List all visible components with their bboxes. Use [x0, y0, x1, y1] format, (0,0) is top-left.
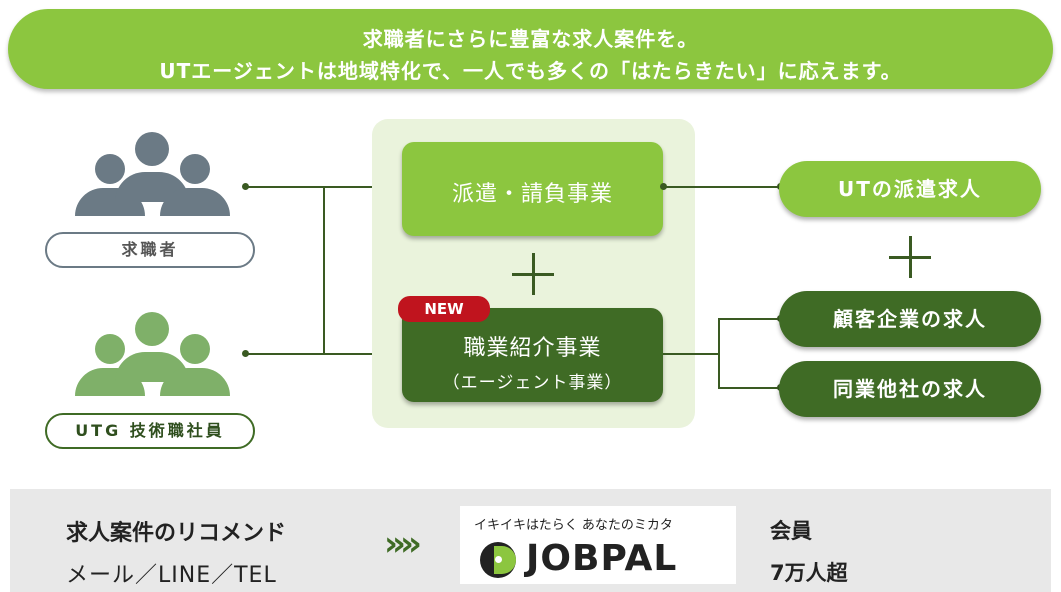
connector-line — [323, 186, 325, 355]
jobpal-logo: イキイキはたらく あなたのミカタ JOBPAL — [460, 506, 736, 584]
connector-line — [323, 186, 400, 188]
banner-line-1: 求職者にさらに豊富な求人案件を。 — [362, 27, 699, 51]
placement-business-sub: （エージェント事業） — [442, 373, 623, 393]
connector-line — [245, 186, 324, 188]
client-jobs-pill: 顧客企業の求人 — [779, 291, 1041, 347]
connector-line — [718, 318, 720, 389]
placement-business-label: 職業紹介事業 — [463, 336, 602, 361]
logo-tagline: イキイキはたらく あなたのミカタ — [474, 518, 673, 533]
connector-line — [663, 186, 780, 188]
employees-icon — [70, 310, 235, 400]
employees-label: UTG 技術職社員 — [45, 413, 255, 449]
new-badge: NEW — [398, 296, 490, 322]
job-seekers-label: 求職者 — [45, 232, 255, 268]
connector-line — [245, 353, 400, 355]
banner-line-2: UTエージェントは地域特化で、一人でも多くの「はたらきたい」に応えます。 — [159, 59, 902, 83]
jobpal-mark-icon — [480, 542, 516, 578]
ut-jobs-pill: UTの派遣求人 — [779, 161, 1041, 217]
dispatch-business-box: 派遣・請負事業 — [402, 142, 663, 236]
plus-icon — [889, 236, 931, 278]
placement-business-box: 職業紹介事業 （エージェント事業） — [402, 308, 663, 402]
members-count: 7万人超 — [770, 561, 848, 585]
connector-line — [718, 387, 780, 389]
recommend-title: 求人案件のリコメンド — [66, 521, 287, 546]
channels-text: メール／LINE／TEL — [66, 563, 277, 588]
job-seekers-icon — [70, 130, 235, 220]
dispatch-business-label: 派遣・請負事業 — [451, 182, 613, 207]
connector-line — [718, 318, 780, 320]
chevrons-arrow-icon: »» — [384, 524, 422, 564]
logo-name: JOBPAL — [526, 538, 678, 579]
connector-line — [663, 353, 719, 355]
header-banner: 求職者にさらに豊富な求人案件を。 UTエージェントは地域特化で、一人でも多くの「… — [8, 9, 1053, 89]
peer-jobs-pill: 同業他社の求人 — [779, 361, 1041, 417]
plus-icon — [512, 253, 554, 295]
members-label: 会員 — [770, 519, 812, 543]
